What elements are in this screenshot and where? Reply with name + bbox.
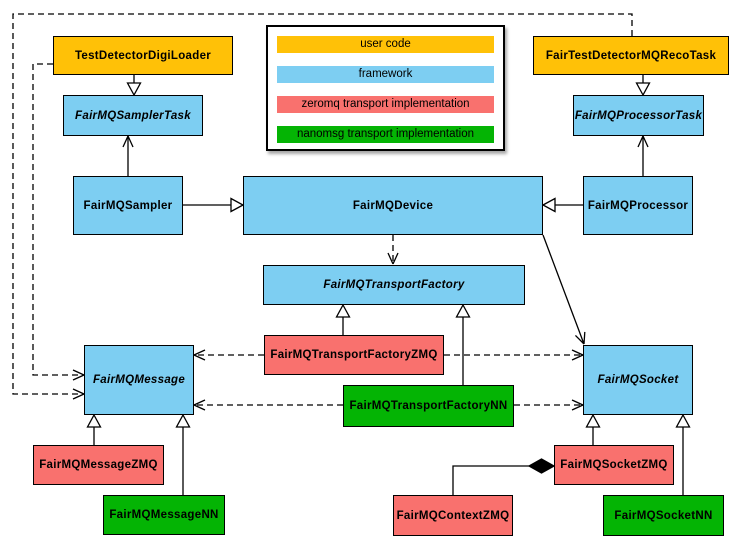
inheritance-arrowhead-fairmqprocessor-inherits-fairmqdevice xyxy=(541,197,556,213)
open-arrowhead-fairtestdetectormqrecotask-uses-fairmqmessage xyxy=(72,393,85,400)
composition-diamond-fairmqsocketzmq-owns-fairmqcontextzmq xyxy=(527,458,556,474)
class-box-fairmq-socket-zmq: FairMQSocketZMQ xyxy=(554,445,674,485)
edge-fairmqdevice-uses-fairmqsocket xyxy=(542,234,585,345)
open-arrowhead-fairmqdevice-uses-fairmqsocket xyxy=(583,331,586,345)
inheritance-arrowhead-fairmqsocketnn-inherits-fairmqsocket xyxy=(675,413,691,428)
open-arrowhead-fairmqdevice-uses-fairmqtransportfactory xyxy=(392,252,399,265)
inheritance-arrowhead-fairmqmessagenn-inherits-fairmqmessage xyxy=(175,413,191,428)
class-box-fairmq-socket-nn: FairMQSocketNN xyxy=(603,495,724,536)
class-box-fairmq-message-nn: FairMQMessageNN xyxy=(103,495,225,535)
class-box-fairmq-message-zmq: FairMQMessageZMQ xyxy=(33,445,164,485)
open-arrowhead-fairmqtransportfactoryzmq-creates-fairmqsocket xyxy=(571,349,584,356)
class-box-test-detector-digi-loader: TestDetectorDigiLoader xyxy=(53,36,233,75)
inheritance-arrowhead-fairmqtransportfactorynn-inherits-fairmqtransportfactory xyxy=(455,303,471,318)
class-box-fairmq-context-zmq: FairMQContextZMQ xyxy=(393,495,513,536)
class-box-fairmq-transport-factory-nn: FairMQTransportFactoryNN xyxy=(343,385,514,427)
open-arrowhead-fairmqtransportfactoryzmq-creates-fairmqmessage xyxy=(193,349,206,356)
class-box-fairmq-transport-factory: FairMQTransportFactory xyxy=(263,265,525,305)
legend: user code framework zeromq transport imple… xyxy=(266,25,505,151)
inheritance-arrowhead-testdetectordigiloader-inherits-fairmqsamplertask xyxy=(126,82,142,97)
class-box-fairmq-processor: FairMQProcessor xyxy=(583,176,693,235)
class-box-fairmq-socket: FairMQSocket xyxy=(583,345,693,415)
open-arrowhead-fairtestdetectormqrecotask-uses-fairmqmessage xyxy=(72,388,85,395)
open-arrowhead-fairmqtransportfactoryzmq-creates-fairmqsocket xyxy=(571,354,584,361)
open-arrowhead-fairmqdevice-uses-fairmqtransportfactory xyxy=(387,252,394,265)
edge-testdetectordigiloader-uses-fairmqmessage xyxy=(32,63,84,376)
legend-item-framework: framework xyxy=(277,66,494,83)
class-box-fairmq-message: FairMQMessage xyxy=(84,345,194,415)
open-arrowhead-testdetectordigiloader-uses-fairmqmessage xyxy=(72,374,85,381)
open-arrowhead-fairmqtransportfactorynn-creates-fairmqsocket xyxy=(571,404,584,411)
open-arrowhead-fairmqdevice-uses-fairmqsocket xyxy=(574,335,585,345)
open-arrowhead-fairmqsampler-uses-fairmqsamplertask xyxy=(122,135,129,148)
open-arrowhead-fairmqprocessor-uses-fairmqprocessortask xyxy=(637,135,644,148)
class-box-fairmq-transport-factory-zmq: FairMQTransportFactoryZMQ xyxy=(264,335,444,375)
class-box-fair-test-detector-mq-reco-task: FairTestDetectorMQRecoTask xyxy=(533,36,729,75)
inheritance-arrowhead-fairmqmessagezmq-inherits-fairmqmessage xyxy=(86,413,102,428)
open-arrowhead-fairmqprocessor-uses-fairmqprocessortask xyxy=(642,135,649,148)
class-box-fairmq-sampler-task: FairMQSamplerTask xyxy=(63,95,203,136)
open-arrowhead-fairmqtransportfactorynn-creates-fairmqmessage xyxy=(193,404,206,411)
open-arrowhead-fairmqtransportfactoryzmq-creates-fairmqmessage xyxy=(193,354,206,361)
open-arrowhead-testdetectordigiloader-uses-fairmqmessage xyxy=(72,369,85,376)
open-arrowhead-fairmqtransportfactorynn-creates-fairmqsocket xyxy=(571,399,584,406)
open-arrowhead-fairmqtransportfactorynn-creates-fairmqmessage xyxy=(193,399,206,406)
inheritance-arrowhead-fairmqsocketzmq-inherits-fairmqsocket xyxy=(585,413,601,428)
edge-fairtestdetectormqrecotask-uses-fairmqmessage xyxy=(12,13,633,395)
open-arrowhead-fairmqsampler-uses-fairmqsamplertask xyxy=(127,135,134,148)
class-box-fairmq-device: FairMQDevice xyxy=(243,176,543,235)
class-box-fairmq-processor-task: FairMQProcessorTask xyxy=(573,95,704,136)
class-box-fairmq-sampler: FairMQSampler xyxy=(73,176,183,235)
inheritance-arrowhead-fairmqtransportfactoryzmq-inherits-fairmqtransportfactory xyxy=(335,303,351,318)
edge-fairmqsocketzmq-owns-fairmqcontextzmq xyxy=(452,465,529,495)
inheritance-arrowhead-fairmqsampler-inherits-fairmqdevice xyxy=(230,197,245,213)
legend-item-zeromq-transport: zeromq transport implementation xyxy=(277,96,494,113)
legend-item-user-code: user code xyxy=(277,36,494,53)
legend-item-nanomsg-transport: nanomsg transport implementation xyxy=(277,126,494,143)
inheritance-arrowhead-fairtestdetectormqrecotask-inherits-fairmqprocessortask xyxy=(635,82,651,97)
